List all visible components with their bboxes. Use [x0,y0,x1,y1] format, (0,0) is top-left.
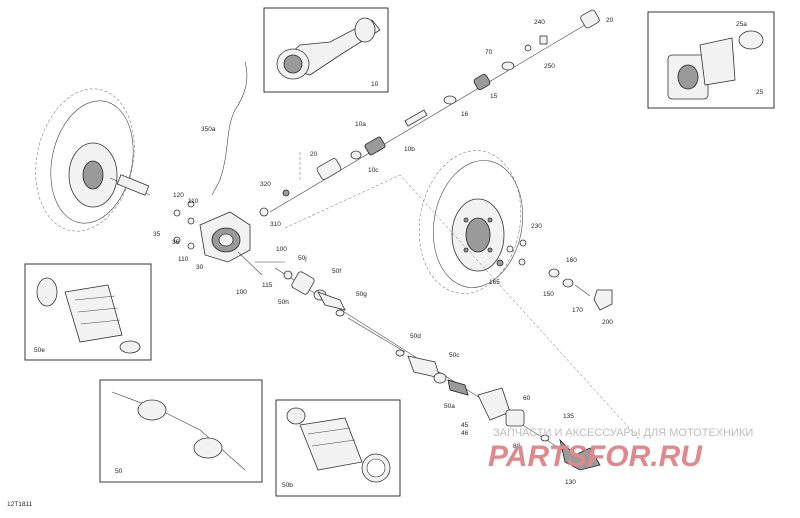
inset-50b-label: 50b [282,482,293,489]
callout-350a: 350a [201,126,216,133]
knuckle-hub-assembly [477,387,601,471]
callout-10b: 10b [404,146,415,153]
callout-10c: 10c [368,167,379,174]
callout-135: 135 [563,413,574,420]
callout-50d: 50d [410,333,421,340]
callout-70: 70 [485,49,493,56]
inset-detail-50: 50 [99,379,263,483]
callout-100-top: 100 [276,246,287,253]
callout-320: 320 [260,181,271,188]
callout-45: 45 [461,422,469,429]
callout-200: 200 [602,319,613,326]
watermark-tagline: ЗАПЧАСТИ И АКСЕССУАРЫ ДЛЯ МОТОТЕХНИКИ [493,427,753,439]
callout-115: 115 [262,282,273,289]
watermark-brand: PARTSFOR.RU [488,440,703,473]
callout-150: 150 [543,291,554,298]
callout-35: 35 [153,231,161,238]
inset-10-label: 10 [371,81,379,88]
callout-100-bottom: 100 [236,289,247,296]
callout-20-mid: 20 [310,151,318,158]
inset-50e-label: 50e [34,347,45,354]
inset-detail-50b: 50b [275,399,401,497]
inset-detail-25: 25a 25 [647,11,775,109]
callout-230: 230 [531,223,542,230]
callout-50h: 50h [278,299,289,306]
callout-50f: 50f [332,268,341,275]
callout-30: 30 [196,264,204,271]
axis-guide-line [284,174,641,441]
callout-130: 130 [565,479,576,486]
callout-160: 160 [566,257,577,264]
callout-240: 240 [534,19,545,26]
callout-20-top: 20 [606,17,614,24]
lower-axle-parts [274,267,571,456]
callout-60: 60 [523,395,531,402]
callout-10a: 10a [355,121,366,128]
watermark: ЗАПЧАСТИ И АКСЕССУАРЫ ДЛЯ МОТОТЕХНИКИ PA… [488,427,753,473]
right-wheel [418,150,524,294]
left-wheel [35,88,151,232]
callout-310: 310 [270,221,281,228]
inset-25-label: 25 [756,89,764,96]
callout-16: 16 [461,111,469,118]
callout-50a: 50a [444,403,455,410]
callout-50c: 50c [449,352,460,359]
inset-detail-50e: 50e [24,263,152,361]
callout-250: 250 [544,63,555,70]
callout-170: 170 [572,307,583,314]
callout-46: 46 [461,430,469,437]
callout-labels: 240 20 70 250 15 16 350a 10a 10b 20 10c … [153,17,614,486]
upper-driveshaft-parts [259,9,600,217]
diagram-reference-id: 12T1811 [7,501,33,508]
callout-15: 15 [490,93,498,100]
callout-110-bottom: 110 [178,256,189,263]
callout-120: 120 [173,192,184,199]
breather-hose [211,61,248,196]
callout-110-top: 110 [188,198,199,205]
differential-housing [173,200,285,276]
inset-50-label: 50 [115,468,123,475]
callout-50g: 50g [356,291,367,298]
callout-165: 165 [489,279,500,286]
callout-36: 36 [172,239,180,246]
inset-25a-label: 25a [736,21,747,28]
callout-50j: 50j [298,255,307,262]
callout-80: 80 [513,443,521,450]
inset-detail-10: 10 [263,7,389,93]
brake-parts [496,239,613,311]
